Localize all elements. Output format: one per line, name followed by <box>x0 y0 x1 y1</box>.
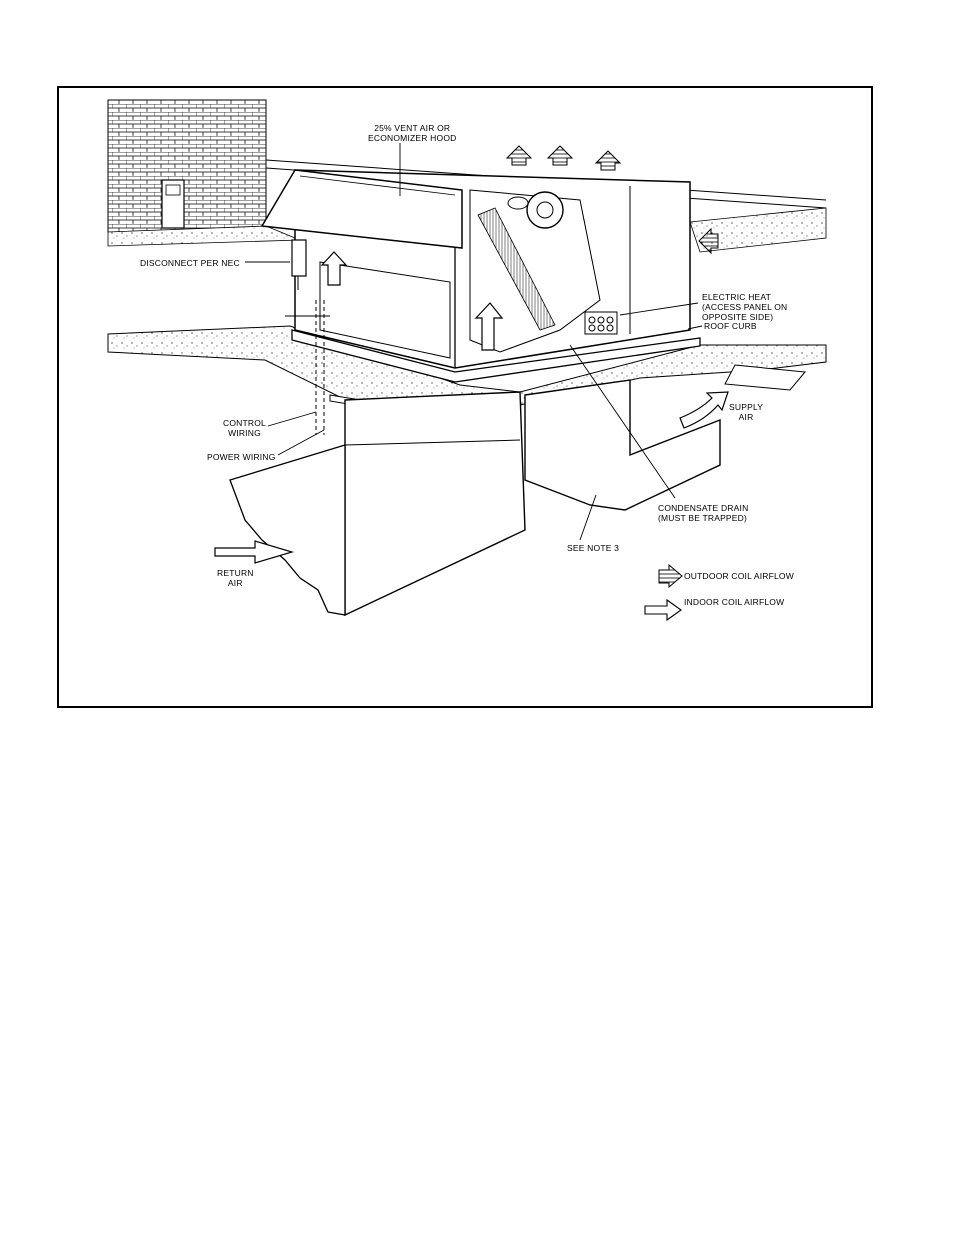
disconnect-box <box>292 240 306 276</box>
roof-curb-label: ROOF CURB <box>704 321 757 331</box>
legend-indoor-swatch <box>645 600 681 620</box>
electric-heat-elements <box>585 312 617 334</box>
power-wiring-label: POWER WIRING <box>207 452 276 462</box>
legend-indoor-label: INDOOR COIL AIRFLOW <box>684 597 784 607</box>
see-note-label: SEE NOTE 3 <box>567 543 619 553</box>
vent-hood-label: 25% VENT AIR OR ECONOMIZER HOOD <box>368 123 456 143</box>
legend-outdoor-label: OUTDOOR COIL AIRFLOW <box>684 571 794 581</box>
supply-air-label: SUPPLY AIR <box>729 402 763 422</box>
return-air-duct <box>230 392 525 615</box>
electric-heat-label: ELECTRIC HEAT (ACCESS PANEL ON OPPOSITE … <box>702 292 787 322</box>
legend-outdoor-swatch <box>659 565 682 587</box>
condensate-drain-label: CONDENSATE DRAIN (MUST BE TRAPPED) <box>658 503 748 523</box>
legend-swatches <box>645 565 682 620</box>
supply-air-duct <box>525 380 720 510</box>
control-wiring-label: CONTROL WIRING <box>223 418 266 438</box>
return-air-label: RETURN AIR <box>217 568 254 588</box>
disconnect-label: DISCONNECT PER NEC <box>140 258 240 268</box>
